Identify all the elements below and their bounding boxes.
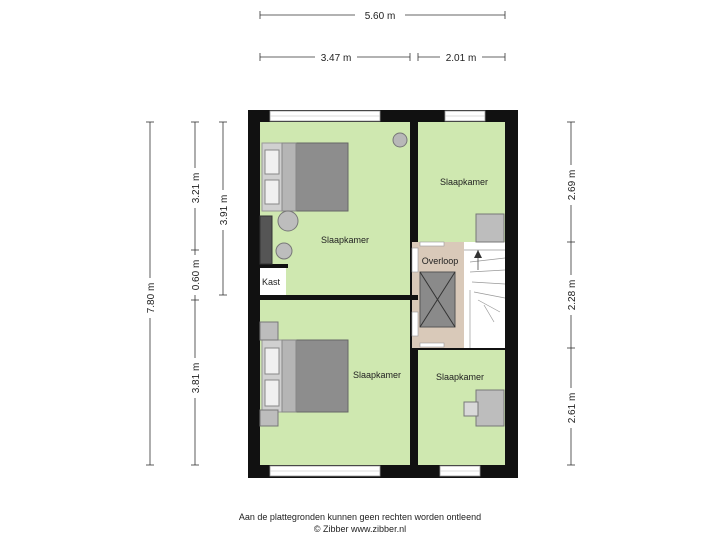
dim-left-a2: 0.60 m	[191, 260, 202, 291]
desk-bottom-right	[463, 389, 505, 427]
nightstand-lamp-icon	[392, 132, 408, 148]
wardrobe-bottom-left	[259, 321, 279, 341]
dim-left-a1: 3.21 m	[191, 173, 202, 204]
dimension-labels: 5.60 m 3.47 m 2.01 m 7.80 m 3.21 m 0.60 …	[143, 8, 578, 428]
desk-top-right	[475, 213, 505, 243]
dim-right-1: 2.69 m	[567, 170, 578, 201]
staircase	[464, 249, 506, 348]
room-kast	[260, 268, 286, 295]
label-slaapkamer-bottom-right: Slaapkamer	[436, 372, 484, 382]
footer-disclaimer: Aan de plattegronden kunnen geen rechten…	[238, 512, 482, 522]
label-overloop: Overloop	[422, 256, 459, 266]
closet-wall	[258, 264, 288, 268]
dim-top-left: 3.47 m	[321, 53, 352, 64]
round-stool-icon	[275, 242, 293, 260]
wardrobe-top	[259, 215, 273, 265]
wardrobe-bottom-left-2	[259, 409, 279, 427]
dim-top-right: 2.01 m	[446, 53, 477, 64]
label-slaapkamer-top-left: Slaapkamer	[321, 235, 369, 245]
dim-left-b1: 3.91 m	[219, 195, 230, 226]
footer-copyright: © Zibber www.zibber.nl	[313, 524, 407, 534]
bed-bottom	[261, 339, 349, 413]
interior-wall	[410, 295, 418, 300]
dim-left-a3: 3.81 m	[191, 363, 202, 394]
dim-right-3: 2.61 m	[567, 393, 578, 424]
stair-void	[419, 271, 456, 328]
stair-arrow-icon	[474, 250, 482, 258]
label-slaapkamer-bottom-left: Slaapkamer	[353, 370, 401, 380]
bed-top	[261, 142, 349, 212]
round-table-icon	[277, 210, 299, 232]
doors	[411, 241, 445, 348]
dim-right-2: 2.28 m	[567, 280, 578, 311]
dim-left-total: 7.80 m	[146, 283, 157, 314]
dim-top-total: 5.60 m	[365, 11, 396, 22]
label-slaapkamer-top-right: Slaapkamer	[440, 177, 488, 187]
label-kast: Kast	[262, 277, 281, 287]
room-stairwell	[464, 242, 505, 348]
